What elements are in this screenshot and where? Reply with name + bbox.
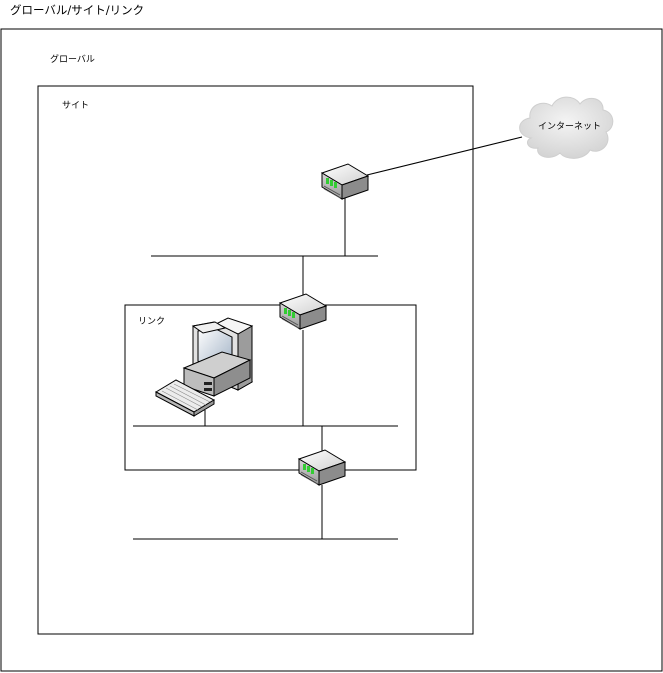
router-icon [298, 449, 346, 486]
router-icon [279, 293, 327, 330]
global-zone [0, 28, 663, 672]
internet-label: インターネット [538, 121, 601, 132]
internet-uplink [366, 136, 523, 176]
desktop-computer-icon [154, 317, 254, 417]
site-zone [37, 85, 474, 635]
site-zone-label: サイト [62, 100, 89, 111]
link-zone [124, 304, 417, 471]
global-zone-label: グローバル [50, 53, 95, 65]
cloud-icon: インターネット [519, 96, 614, 159]
connections [133, 136, 523, 540]
router-icon [321, 163, 369, 200]
diagram-title: グローバル/サイト/リンク [10, 3, 144, 17]
link-zone-label: リンク [138, 316, 165, 327]
